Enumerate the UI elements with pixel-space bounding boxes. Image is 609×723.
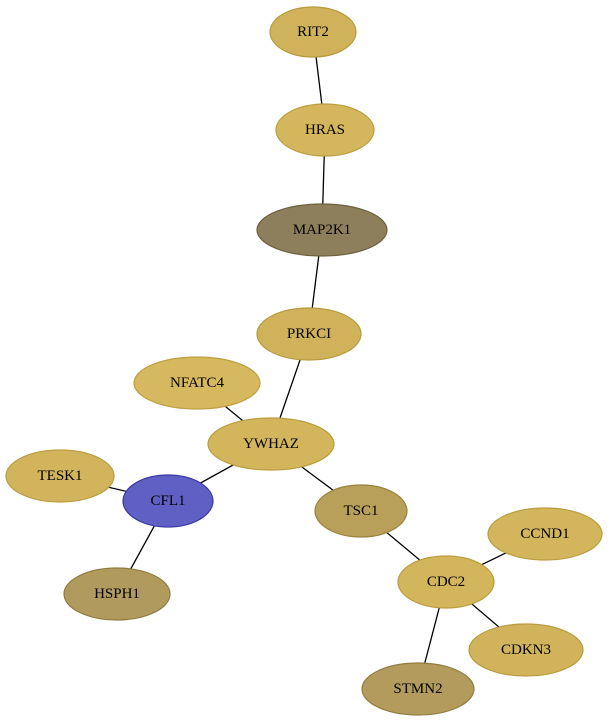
node-shape — [275, 103, 375, 157]
node-label: MAP2K1 — [293, 222, 351, 238]
node-stmn2[interactable]: STMN2 — [361, 662, 475, 716]
node-shape — [269, 6, 357, 58]
node-label: CCND1 — [520, 526, 569, 542]
node-label: CDKN3 — [501, 642, 551, 658]
node-shape — [122, 474, 214, 528]
node-shape — [361, 662, 475, 716]
node-tsc1[interactable]: TSC1 — [314, 484, 408, 538]
node-shape — [256, 203, 388, 257]
node-label: HSPH1 — [94, 586, 140, 602]
node-label: TSC1 — [343, 503, 378, 519]
node-ywhaz[interactable]: YWHAZ — [207, 417, 335, 471]
node-label: PRKCI — [287, 326, 331, 342]
node-rit2[interactable]: RIT2 — [269, 6, 357, 58]
node-label: CFL1 — [150, 493, 185, 509]
node-shape — [468, 623, 584, 677]
node-shape — [487, 507, 603, 561]
node-hsph1[interactable]: HSPH1 — [63, 567, 171, 621]
node-shape — [397, 555, 495, 609]
node-cdc2[interactable]: CDC2 — [397, 555, 495, 609]
node-shape — [63, 567, 171, 621]
node-label: YWHAZ — [243, 436, 299, 452]
node-shape — [5, 449, 115, 503]
node-shape — [314, 484, 408, 538]
node-shape — [133, 356, 261, 410]
node-cfl1[interactable]: CFL1 — [122, 474, 214, 528]
node-shape — [256, 307, 362, 361]
node-cdkn3[interactable]: CDKN3 — [468, 623, 584, 677]
node-nfatc4[interactable]: NFATC4 — [133, 356, 261, 410]
node-shape — [207, 417, 335, 471]
node-ccnd1[interactable]: CCND1 — [487, 507, 603, 561]
node-prkci[interactable]: PRKCI — [256, 307, 362, 361]
node-label: HRAS — [305, 122, 345, 138]
node-label: RIT2 — [297, 24, 329, 40]
node-tesk1[interactable]: TESK1 — [5, 449, 115, 503]
node-label: NFATC4 — [170, 375, 224, 391]
node-label: TESK1 — [38, 468, 83, 484]
node-hras[interactable]: HRAS — [275, 103, 375, 157]
node-label: CDC2 — [427, 574, 465, 590]
node-map2k1[interactable]: MAP2K1 — [256, 203, 388, 257]
node-label: STMN2 — [393, 681, 442, 697]
